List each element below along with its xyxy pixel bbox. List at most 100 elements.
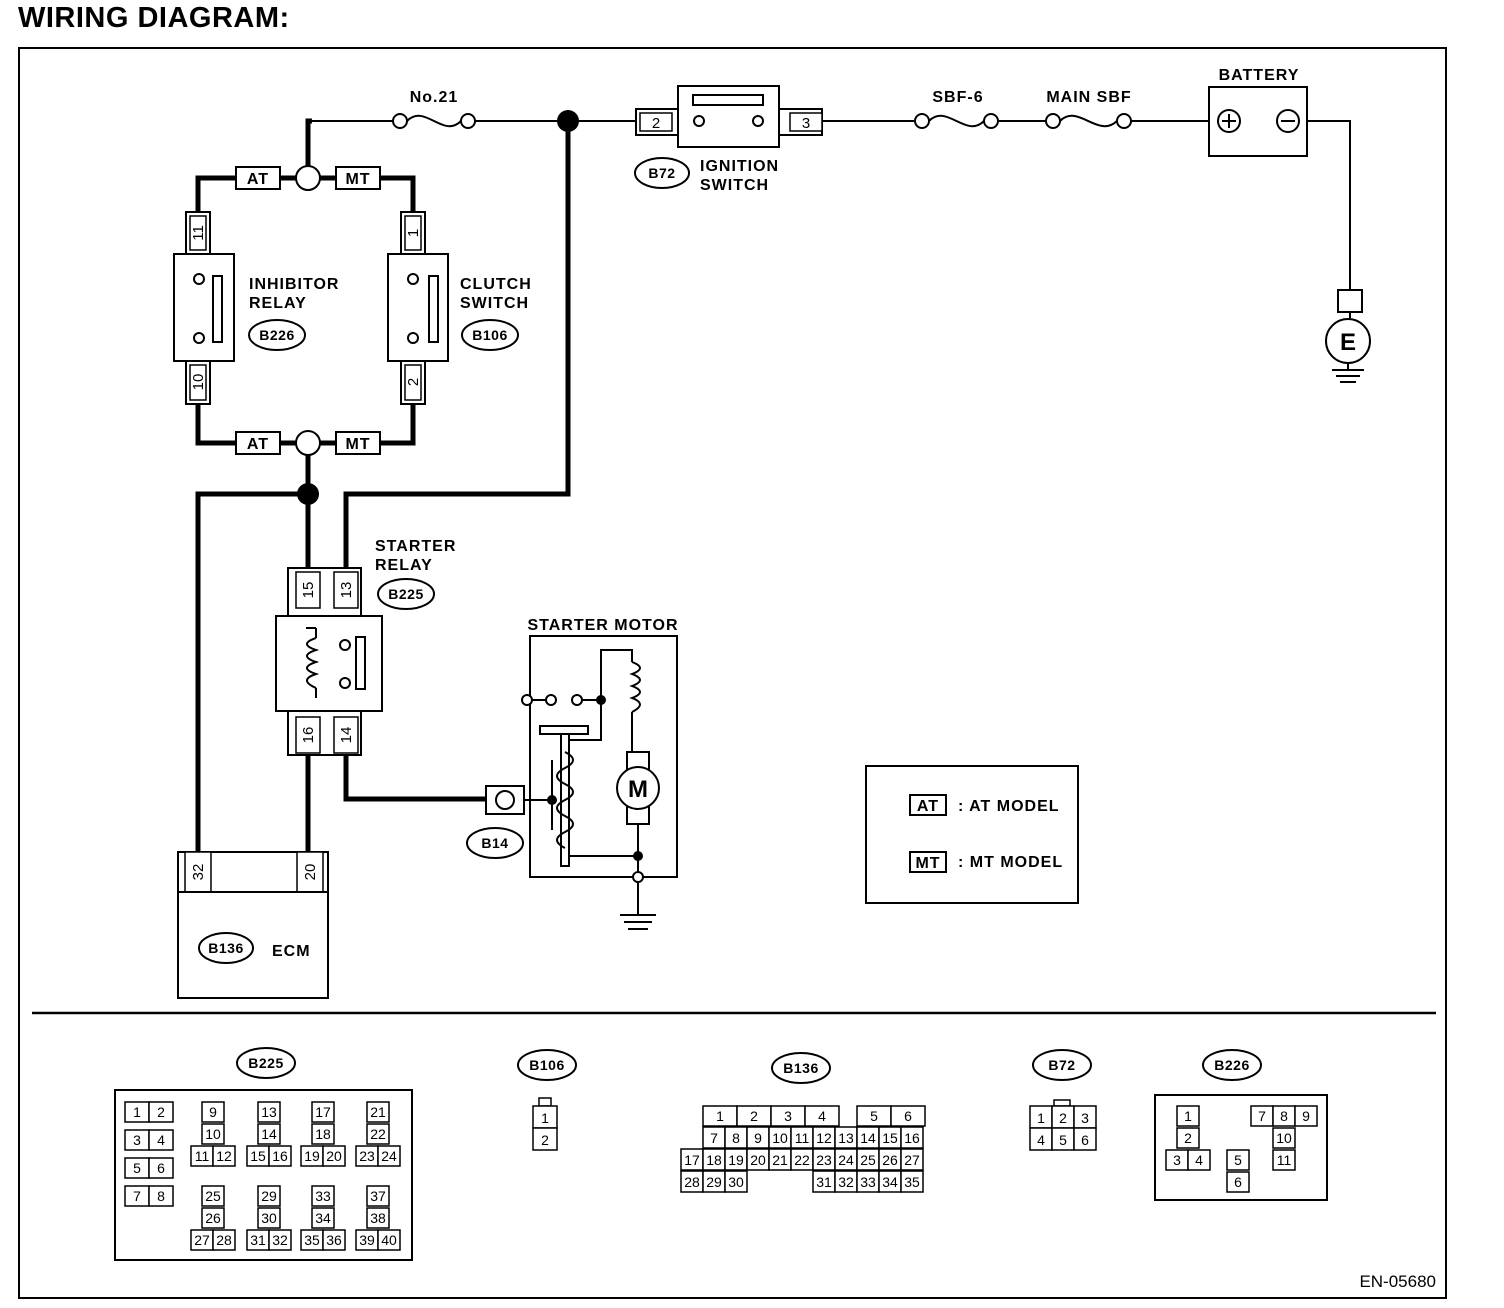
figure-code: EN-05680 — [1359, 1272, 1436, 1291]
pin-cell: 39 — [355, 1229, 379, 1251]
svg-text:36: 36 — [326, 1232, 342, 1248]
pin-cell: 20 — [746, 1148, 770, 1171]
svg-text:14: 14 — [261, 1126, 277, 1142]
svg-text:25: 25 — [860, 1152, 876, 1168]
pin-cell: 30 — [257, 1207, 281, 1229]
pin-cell: 18 — [702, 1148, 726, 1171]
svg-text:20: 20 — [326, 1148, 342, 1164]
fuse-sbf6: SBF-6 — [914, 89, 999, 129]
svg-text:17: 17 — [684, 1152, 700, 1168]
pin-cell: 6 — [890, 1105, 926, 1127]
svg-text:32: 32 — [272, 1232, 288, 1248]
svg-text:22: 22 — [794, 1152, 810, 1168]
svg-text:AT: AT — [247, 171, 269, 188]
svg-text:ECM: ECM — [272, 943, 311, 960]
svg-text:29: 29 — [706, 1174, 722, 1190]
pin-cell: 36 — [322, 1229, 346, 1251]
svg-text:B106: B106 — [529, 1057, 564, 1073]
pin-cell: 26 — [201, 1207, 225, 1229]
svg-text:4: 4 — [818, 1108, 826, 1124]
svg-text:M: M — [628, 776, 648, 803]
svg-text:33: 33 — [860, 1174, 876, 1190]
svg-text:30: 30 — [728, 1174, 744, 1190]
pin-cell: 22 — [790, 1148, 814, 1171]
svg-text:24: 24 — [838, 1152, 854, 1168]
svg-text:28: 28 — [684, 1174, 700, 1190]
legend-tag: MT — [915, 855, 940, 872]
motor-icon — [616, 766, 660, 810]
svg-text:35: 35 — [304, 1232, 320, 1248]
svg-text:6: 6 — [157, 1160, 165, 1176]
svg-text:26: 26 — [205, 1210, 221, 1226]
pin-cell: 5 — [856, 1105, 892, 1127]
pin-cell: 38 — [366, 1207, 390, 1229]
svg-text:34: 34 — [882, 1174, 898, 1190]
svg-text:19: 19 — [728, 1152, 744, 1168]
pin-cell: 37 — [366, 1185, 390, 1207]
pin-cell: 1 — [702, 1105, 738, 1127]
svg-text:8: 8 — [1280, 1108, 1288, 1124]
pin-cell: 2 — [1176, 1127, 1200, 1149]
svg-text:19: 19 — [304, 1148, 320, 1164]
svg-text:3: 3 — [784, 1108, 792, 1124]
svg-text:31: 31 — [250, 1232, 266, 1248]
pin-cell: 2 — [736, 1105, 772, 1127]
svg-text:22: 22 — [370, 1126, 386, 1142]
svg-text:16: 16 — [904, 1130, 920, 1146]
svg-text:11: 11 — [195, 1148, 210, 1164]
svg-text:31: 31 — [816, 1174, 832, 1190]
svg-text:21: 21 — [370, 1104, 386, 1120]
splice-point — [297, 483, 319, 505]
pin-cell: 14 — [856, 1126, 880, 1149]
pin-cell: 29 — [702, 1170, 726, 1193]
svg-text:15: 15 — [250, 1148, 266, 1164]
svg-text:5: 5 — [1234, 1152, 1242, 1168]
battery: BATTERY — [1208, 67, 1308, 157]
junction-terminal — [295, 430, 321, 456]
svg-text:11: 11 — [1277, 1152, 1292, 1168]
svg-text:12: 12 — [816, 1130, 832, 1146]
at-tag: AT — [235, 431, 281, 455]
svg-text:4: 4 — [1195, 1152, 1203, 1168]
svg-text:13: 13 — [261, 1104, 277, 1120]
svg-text:IGNITION: IGNITION — [700, 158, 779, 175]
svg-text:13: 13 — [838, 1130, 854, 1146]
pin-cell: 24 — [377, 1145, 401, 1167]
svg-text:AT: AT — [247, 436, 269, 453]
ecm: 32 20 B136 ECM — [177, 851, 329, 999]
pin-cell: 28 — [680, 1170, 704, 1193]
inhibitor-relay: 11 10 INHIBITOR RELAY B226 — [173, 211, 338, 405]
page-title: WIRING DIAGRAM: — [18, 2, 290, 34]
svg-text:6: 6 — [904, 1108, 912, 1124]
connector-code: B72 — [1032, 1049, 1092, 1081]
svg-text:39: 39 — [359, 1232, 375, 1248]
pin-cell: 14 — [257, 1123, 281, 1145]
pin-cell: 19 — [724, 1148, 748, 1171]
pin-cell: 11 — [790, 1126, 814, 1149]
svg-text:8: 8 — [732, 1130, 740, 1146]
pin-label: 2 — [405, 378, 422, 386]
pin-cell: 4 — [1187, 1149, 1211, 1171]
svg-text:32: 32 — [838, 1174, 854, 1190]
pin-cell: 10 — [1272, 1127, 1296, 1149]
pin-cell: 13 — [257, 1101, 281, 1123]
pin-cell: 13 — [834, 1126, 858, 1149]
pin-cell: 23 — [355, 1145, 379, 1167]
svg-text:1: 1 — [133, 1104, 141, 1120]
pin-cell: 6 — [1073, 1127, 1097, 1151]
pin-cell: 11 — [190, 1145, 214, 1167]
pin-cell: 1 — [1176, 1105, 1200, 1127]
pin-cell: 32 — [268, 1229, 292, 1251]
pin-cell: 23 — [812, 1148, 836, 1171]
pin-cell: 22 — [366, 1123, 390, 1145]
pin-label: 10 — [190, 374, 207, 391]
pin-cell: 19 — [300, 1145, 324, 1167]
svg-text:6: 6 — [1234, 1174, 1242, 1190]
connector-code: B106 — [517, 1049, 577, 1081]
pin-cell: 40 — [377, 1229, 401, 1251]
svg-text:9: 9 — [754, 1130, 762, 1146]
pin-label: 13 — [338, 582, 355, 599]
pin-cell: 15 — [878, 1126, 902, 1149]
